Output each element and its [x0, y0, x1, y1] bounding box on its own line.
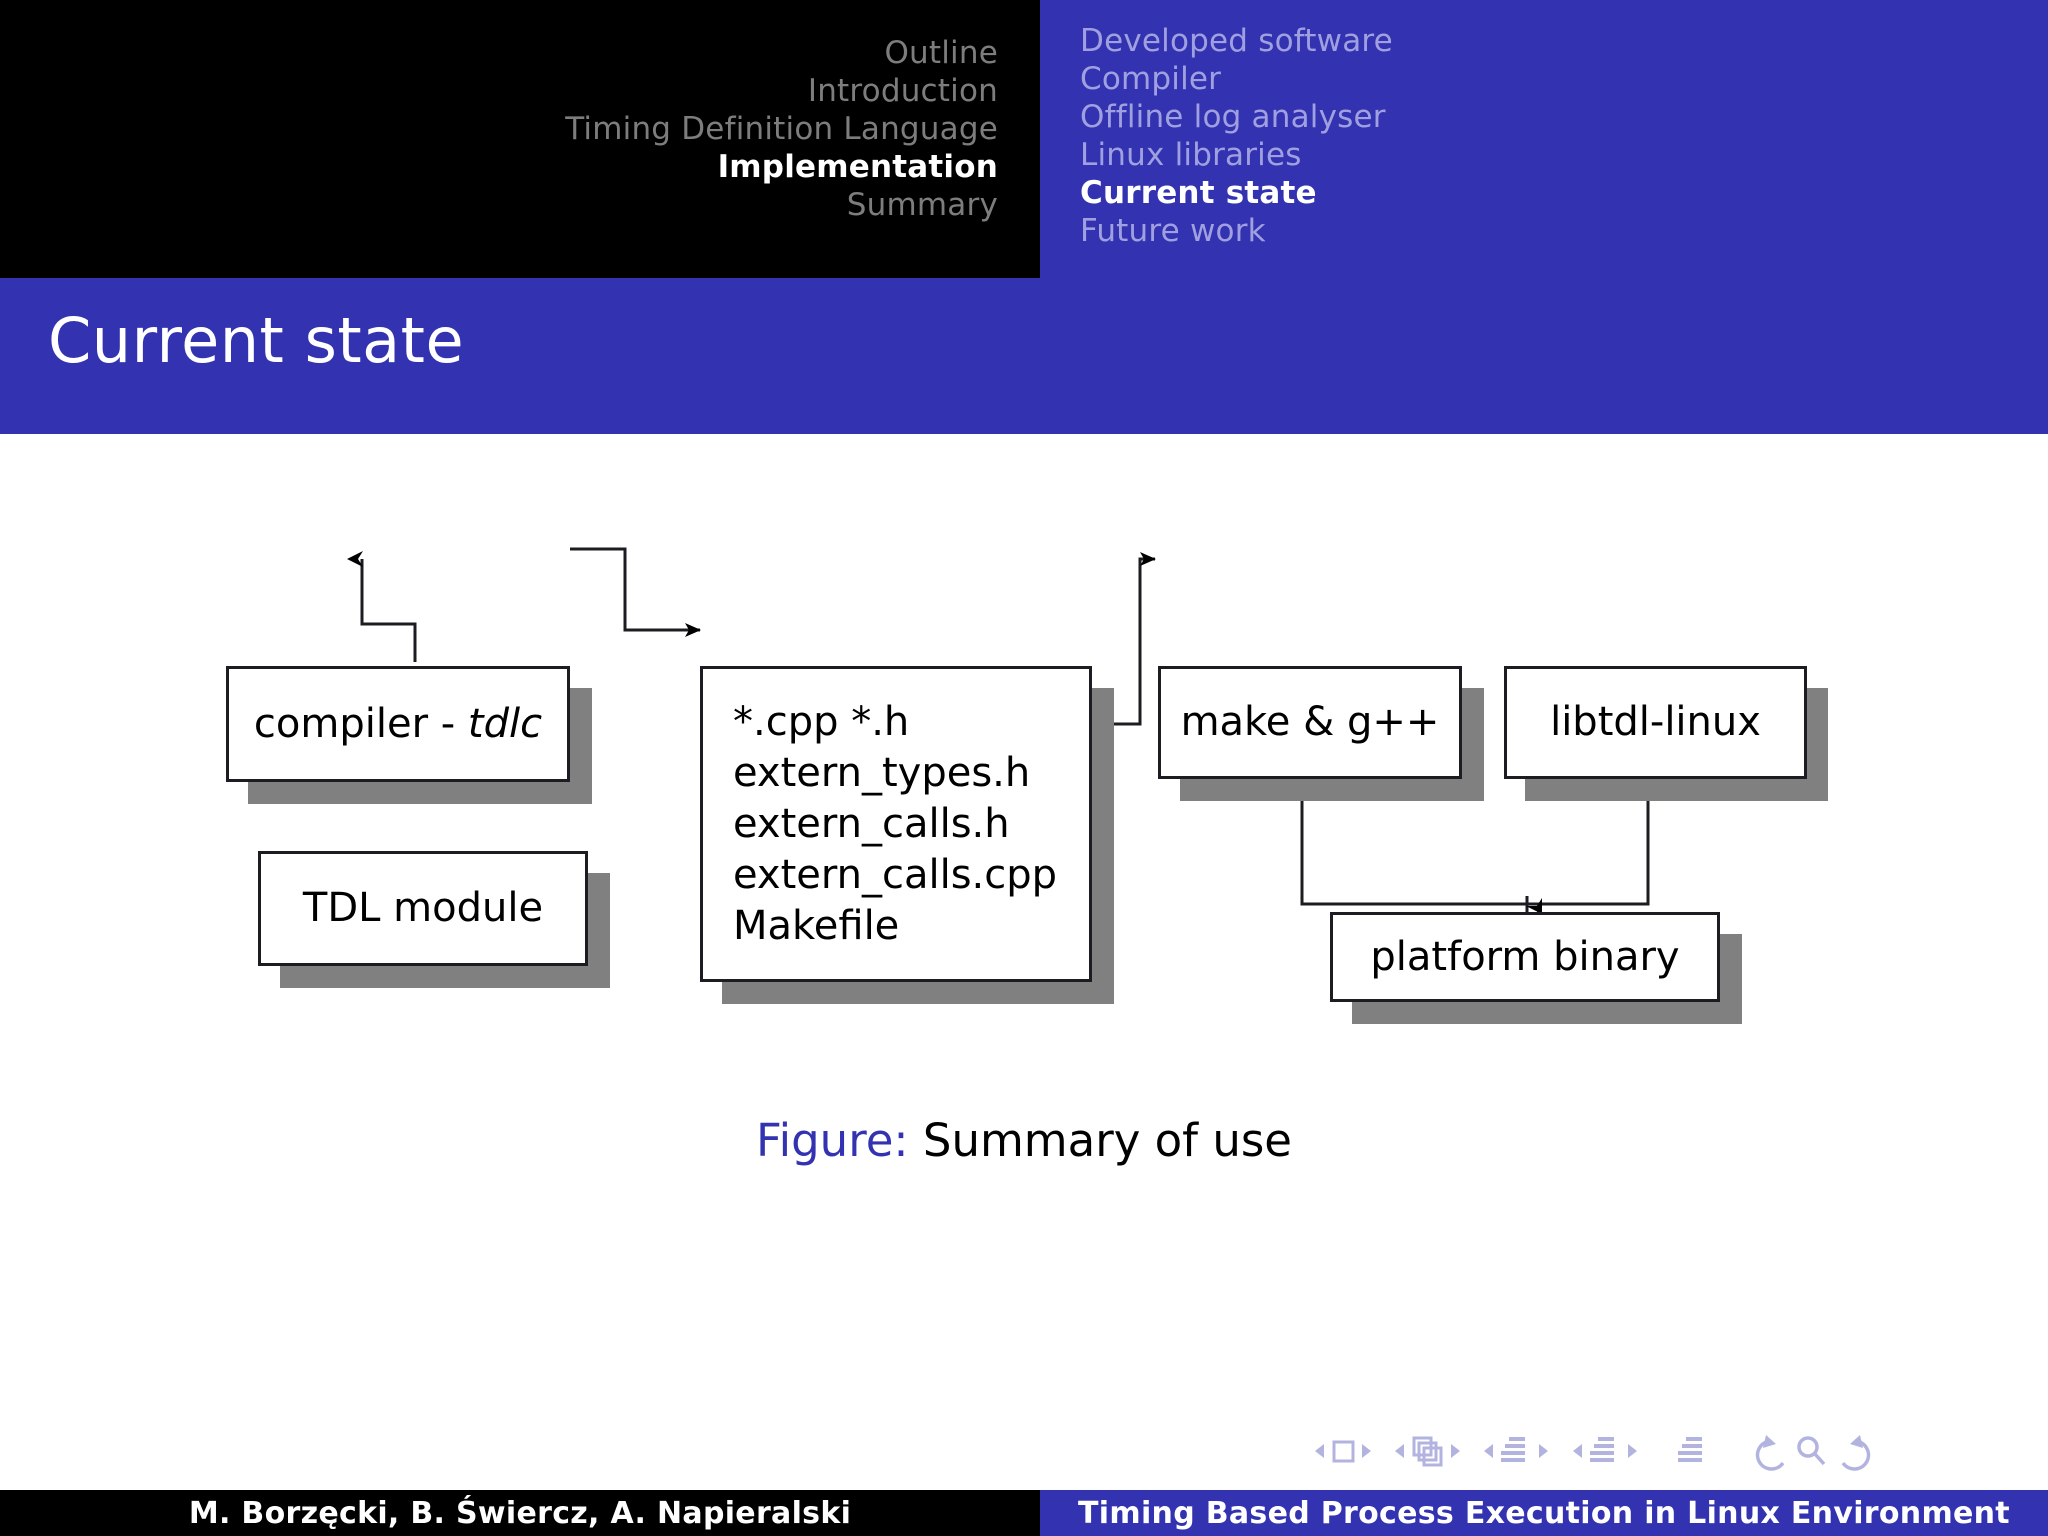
footer-authors: M. Borzęcki, B. Świercz, A. Napieralski — [0, 1490, 1040, 1536]
slide-header: Outline Introduction Timing Definition L… — [0, 0, 2048, 278]
nav-item-developed-software[interactable]: Developed software — [1080, 23, 1393, 59]
nav-item-outline[interactable]: Outline — [884, 35, 998, 71]
subsection-icon — [1501, 1437, 1525, 1462]
beamer-navigation-symbols — [1310, 1428, 2010, 1474]
back-icon-head — [1763, 1435, 1776, 1448]
forward-icon-head — [1850, 1435, 1863, 1448]
subsection-navigation-bar: Developed software Compiler Offline log … — [1040, 0, 2048, 278]
next-frame-icon — [1451, 1444, 1460, 1458]
prev-frame-icon — [1395, 1444, 1404, 1458]
figure-caption-label: Figure: — [756, 1114, 909, 1167]
section-navigation-bar: Outline Introduction Timing Definition L… — [0, 0, 1040, 278]
navigation-symbols-svg — [1315, 1435, 1871, 1471]
page-title: Current state — [48, 304, 465, 377]
diagram-box-sources[interactable]: *.cpp *.h extern_types.h extern_calls.h … — [700, 666, 1092, 982]
nav-item-offline-log-analyser[interactable]: Offline log analyser — [1080, 99, 1386, 135]
nav-item-future-work[interactable]: Future work — [1080, 213, 1266, 249]
nav-item-introduction[interactable]: Introduction — [807, 73, 998, 109]
prev-subsection-icon — [1484, 1444, 1493, 1458]
diagram-box-platform-binary[interactable]: platform binary — [1330, 912, 1720, 1002]
prev-section-icon — [1573, 1444, 1582, 1458]
libtdl-linux-box-label: libtdl-linux — [1550, 699, 1761, 745]
nav-item-timing-definition-language[interactable]: Timing Definition Language — [565, 111, 998, 147]
nav-item-implementation[interactable]: Implementation — [717, 149, 998, 185]
slide-footer: M. Borzęcki, B. Świercz, A. Napieralski … — [0, 1490, 2048, 1536]
diagram-box-tdl-module[interactable]: TDL module — [258, 851, 588, 966]
figure-connectors — [347, 547, 1650, 920]
footer-talk-title: Timing Based Process Execution in Linux … — [1040, 1490, 2048, 1536]
prev-slide-icon — [1315, 1444, 1324, 1458]
slide-content: compiler - tdlc TDL module *.cpp *.h ext… — [0, 434, 2048, 1460]
platform-binary-box-label: platform binary — [1370, 933, 1680, 980]
slide-icon — [1332, 1440, 1355, 1463]
sources-box-label: *.cpp *.h extern_types.h extern_calls.h … — [733, 698, 1058, 949]
footer-authors-text: M. Borzęcki, B. Świercz, A. Napieralski — [188, 1495, 852, 1531]
title-bar: Current state — [0, 278, 2048, 434]
diagram-box-compiler[interactable]: compiler - tdlc — [226, 666, 570, 782]
section-icon — [1590, 1437, 1614, 1462]
compiler-box-text: compiler - — [253, 700, 468, 747]
forward-icon — [1841, 1439, 1871, 1471]
figure-caption-text: Summary of use — [922, 1114, 1292, 1167]
footer-talk-title-text: Timing Based Process Execution in Linux … — [1078, 1495, 2010, 1531]
compiler-box-label: compiler - tdlc — [254, 699, 542, 750]
next-slide-icon — [1362, 1444, 1371, 1458]
make-gpp-box-label: make & g++ — [1180, 699, 1440, 745]
search-icon — [1797, 1436, 1826, 1466]
tdl-module-box-label: TDL module — [302, 885, 544, 931]
diagram-box-make-gpp[interactable]: make & g++ — [1158, 666, 1462, 779]
document-icon — [1678, 1437, 1702, 1462]
nav-item-current-state[interactable]: Current state — [1080, 175, 1317, 211]
frame-icon — [1412, 1436, 1443, 1467]
figure-caption: Figure: Summary of use — [0, 1114, 2048, 1167]
back-icon — [1755, 1439, 1785, 1471]
nav-item-summary[interactable]: Summary — [846, 187, 998, 223]
nav-item-compiler[interactable]: Compiler — [1080, 61, 1222, 97]
diagram-box-libtdl-linux[interactable]: libtdl-linux — [1504, 666, 1807, 779]
figure-summary-of-use: compiler - tdlc TDL module *.cpp *.h ext… — [0, 434, 2048, 1167]
next-section-icon — [1628, 1444, 1637, 1458]
nav-item-linux-libraries[interactable]: Linux libraries — [1080, 137, 1302, 173]
next-subsection-icon — [1539, 1444, 1548, 1458]
compiler-box-text-italic: tdlc — [467, 700, 543, 747]
